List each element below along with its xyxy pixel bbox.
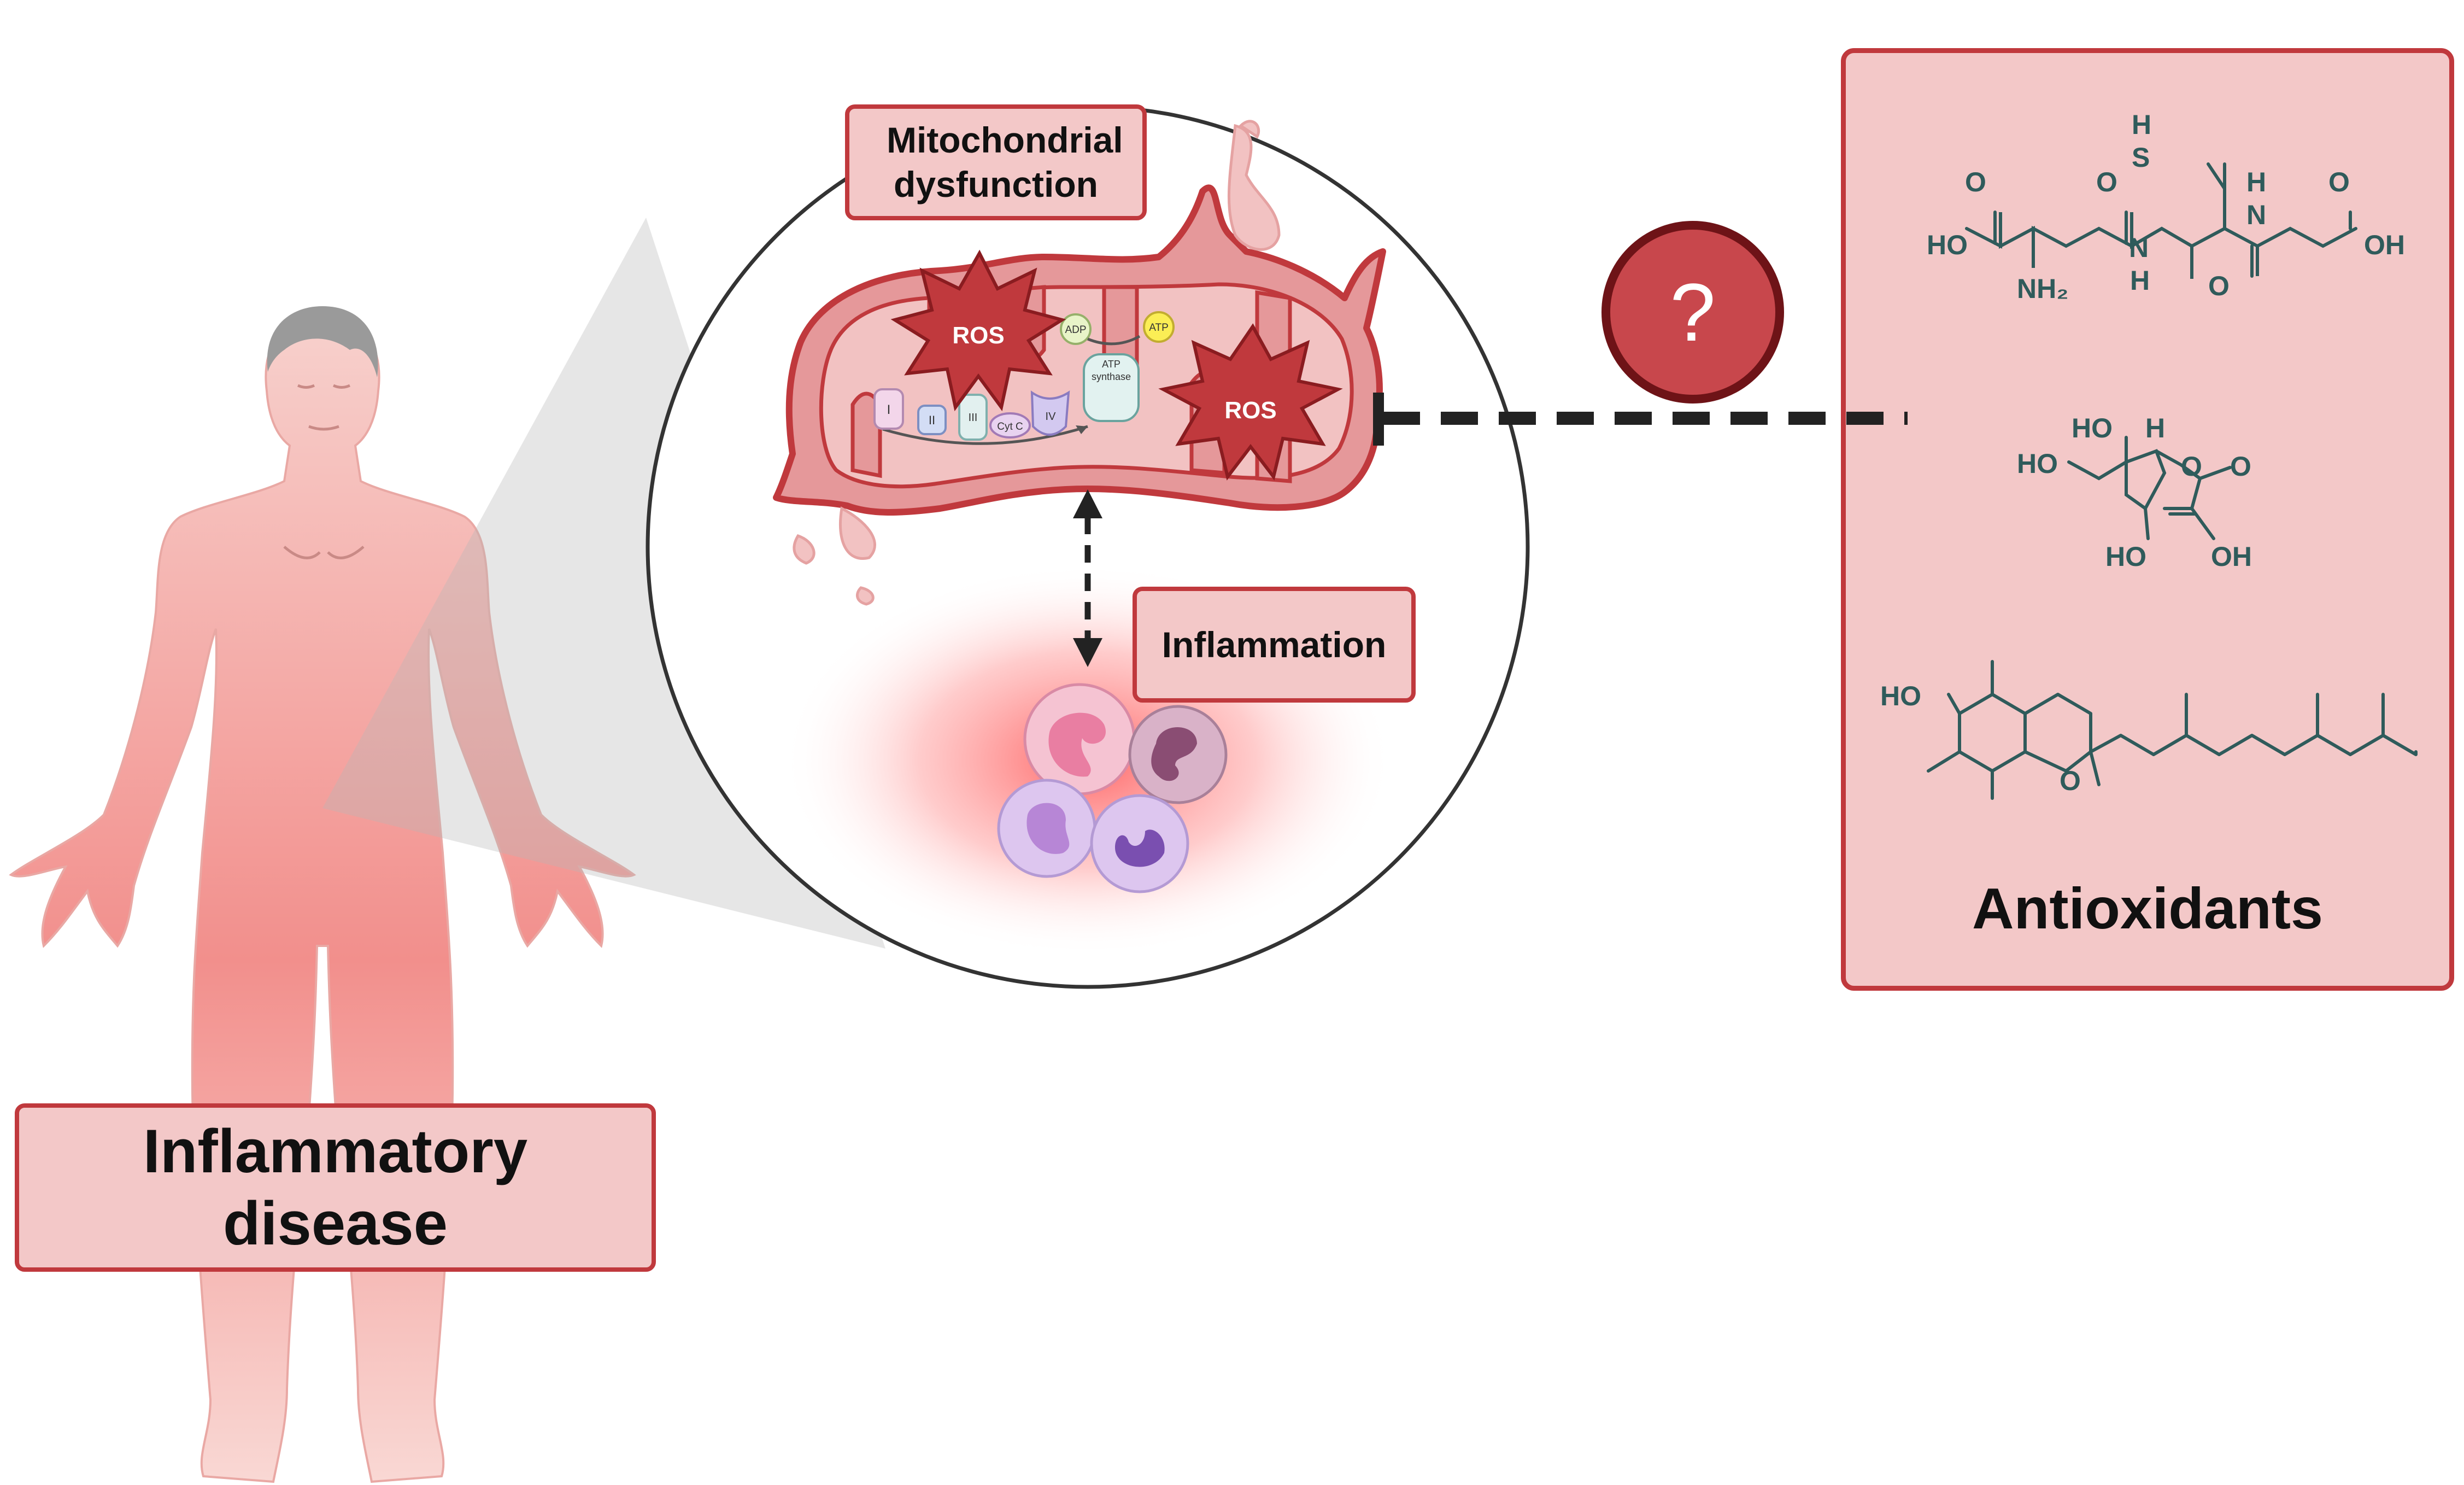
atp-synthase: ATP synthase <box>1083 353 1140 422</box>
svg-text:ADP: ADP <box>1065 324 1086 336</box>
svg-text:ROS: ROS <box>1224 397 1276 424</box>
svg-text:I: I <box>887 402 891 417</box>
immune-cell <box>1023 683 1136 796</box>
electron-flow-arrow <box>882 425 1088 445</box>
antioxidants-title: Antioxidants <box>1972 876 2323 941</box>
hair-shape <box>267 306 378 377</box>
ros-burst-right: ROS <box>1158 323 1343 481</box>
inflammation-label: Inflammation <box>1133 587 1416 703</box>
human-figure <box>9 306 636 1483</box>
etc-complex-4: IV <box>1030 390 1070 436</box>
question-mark-icon: ? <box>1601 221 1784 404</box>
question-mark-text: ? <box>1670 266 1716 358</box>
mitochondrial-fragments <box>793 120 1281 606</box>
atp-molecule: ATP <box>1143 311 1175 343</box>
body-silhouette <box>9 321 636 1483</box>
etc-complex-1: I <box>873 388 904 430</box>
inflammation-text: Inflammation <box>1161 624 1387 665</box>
inflammatory-disease-text: Inflammatory disease <box>143 1116 528 1258</box>
immune-cells <box>997 683 1228 893</box>
bidirectional-dashed-arrow <box>1073 489 1102 667</box>
cytochrome-c: Cyt C <box>989 412 1031 439</box>
face-features <box>283 384 365 559</box>
mitochondrion: I II III Cyt C IV ATP synthase ADP <box>773 120 1386 606</box>
svg-text:Cyt C: Cyt C <box>997 421 1023 432</box>
svg-text:ATP: ATP <box>1149 322 1169 334</box>
immune-cell <box>1128 705 1228 804</box>
svg-text:III: III <box>969 412 978 424</box>
ros-burst-left: ROS <box>890 249 1066 412</box>
adp-to-atp-arrow <box>1087 335 1141 346</box>
mitochondrial-dysfunction-label: Mitochondrial dysfunction <box>845 104 1147 220</box>
etc-complex-3: III <box>958 394 988 441</box>
immune-cell <box>997 779 1096 878</box>
svg-text:IV: IV <box>1046 411 1057 423</box>
svg-text:synthase: synthase <box>1092 371 1131 382</box>
immune-cell <box>1090 794 1189 893</box>
adp-molecule: ADP <box>1060 313 1092 345</box>
svg-text:II: II <box>929 413 935 427</box>
svg-text:ROS: ROS <box>952 322 1004 349</box>
inflammatory-disease-label: Inflammatory disease <box>15 1103 656 1272</box>
svg-text:ATP: ATP <box>1102 359 1120 370</box>
antioxidants-panel: Antioxidants <box>1841 48 2454 991</box>
mitochondrial-dysfunction-text: Mitochondrial dysfunction <box>887 120 1123 204</box>
etc-complex-2: II <box>917 405 947 435</box>
